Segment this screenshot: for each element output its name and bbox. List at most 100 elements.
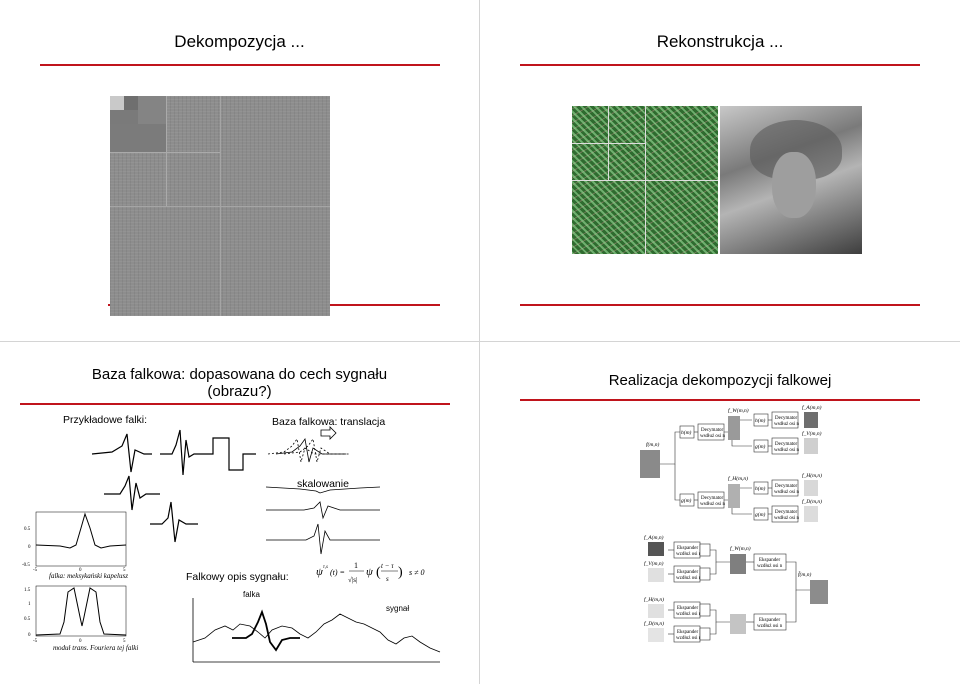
vertical-divider — [479, 0, 480, 684]
svg-text:g(m): g(m) — [755, 443, 766, 450]
svg-text:wsdłuż osi n: wsdłuż osi n — [774, 490, 800, 495]
svg-text:wzdłuż osi n: wzdłuż osi n — [676, 576, 702, 581]
svg-text:g(m): g(m) — [681, 497, 692, 504]
svg-text:s: s — [386, 575, 389, 583]
svg-text:t − τ: t − τ — [381, 562, 394, 570]
scaling-label: skalowanie — [297, 478, 349, 490]
svg-text:f_A(m,n): f_A(m,n) — [644, 534, 664, 541]
thumb-d — [804, 506, 818, 522]
decimator-5 — [771, 479, 799, 497]
svg-text:s ≠ 0: s ≠ 0 — [409, 568, 425, 577]
input-image-thumb — [640, 450, 660, 478]
fourier-ytick-2: 1 — [28, 602, 31, 607]
svg-text:Decymator: Decymator — [701, 428, 724, 433]
svg-text:Decymator: Decymator — [775, 510, 798, 515]
fourier-ytick-4: 0 — [28, 633, 31, 638]
example-wavelet-4 — [150, 501, 198, 543]
svg-text:f_V(m,n): f_V(m,n) — [644, 560, 664, 567]
title-underline — [520, 399, 920, 401]
mexican-hat-plot — [35, 511, 127, 567]
filter-g-2 — [753, 439, 769, 453]
svg-text:h(m): h(m) — [755, 417, 766, 424]
title-underline — [20, 403, 450, 405]
slide-decomposition-realization: Realizacja dekompozycji falkowej — [480, 342, 960, 684]
label-f-input: f(m,n) — [646, 441, 659, 448]
fourier-ytick-3: 0.5 — [24, 617, 31, 622]
svg-text:): ) — [398, 565, 403, 580]
example-wavelet-3 — [104, 475, 160, 511]
examples-label: Przykładowe falki: — [63, 414, 148, 426]
slide-title: Rekonstrukcja ... — [656, 32, 784, 51]
svg-text:h(m): h(m) — [755, 485, 766, 492]
syn-filter-4 — [699, 627, 711, 641]
fourier-xtick-2: 0 — [79, 639, 82, 644]
wavelet-coefficients-image — [572, 106, 718, 254]
syn-thumb-4 — [648, 628, 664, 642]
hat-xtick-2: 0 — [79, 568, 82, 573]
syn-mid-thumb-2 — [730, 614, 746, 634]
signal-description-plot — [192, 598, 441, 663]
translation-diagram — [267, 426, 350, 463]
decimator-6 — [771, 505, 799, 523]
syn-thumb-1 — [648, 542, 664, 556]
svg-text:wsdłuż osi n: wsdłuż osi n — [700, 434, 726, 439]
hat-ytick-1: 0.5 — [24, 527, 31, 532]
slide-reconstruction: Rekonstrukcja ... — [480, 0, 960, 341]
hat-ytick-2: 0 — [28, 545, 31, 550]
svg-text:wzdłuż osi n: wzdłuż osi n — [676, 612, 702, 617]
svg-text:f_H(m,n): f_H(m,n) — [644, 596, 664, 603]
svg-text:f_D(m,n): f_D(m,n) — [802, 498, 822, 505]
svg-text:f_D(m,n): f_D(m,n) — [644, 620, 664, 627]
expander-6 — [753, 613, 787, 631]
svg-text:ψ: ψ — [316, 566, 323, 578]
reconstructed-image — [720, 106, 862, 254]
scaling-diagram — [265, 486, 381, 555]
syn-filter-3 — [699, 603, 711, 617]
description-label: Falkowy opis sygnału: — [186, 571, 289, 583]
wavelet-label: falka — [243, 590, 260, 599]
thumb-v — [804, 438, 818, 454]
svg-text:Decymator: Decymator — [775, 416, 798, 421]
svg-text:τ,s: τ,s — [323, 565, 328, 570]
signal-label: sygnał — [386, 604, 410, 613]
svg-text:f_W(m,n): f_W(m,n) — [728, 407, 749, 414]
reconstructed-thumb — [810, 580, 828, 604]
slide-decomposition: Dekompozycja ... — [0, 0, 479, 341]
example-wavelet-2 — [160, 429, 200, 476]
svg-text:wzdłuż osi n: wzdłuż osi n — [757, 564, 783, 569]
syn-filter-1 — [699, 543, 711, 557]
svg-text:wzdłuż osi n: wzdłuż osi n — [757, 624, 783, 629]
hat-ytick-3: -0.5 — [22, 563, 30, 568]
filter-h-3 — [753, 481, 769, 495]
filter-h-1 — [679, 425, 695, 439]
title-underline — [520, 64, 920, 66]
svg-text:f_H(m,n): f_H(m,n) — [728, 475, 748, 482]
decimator-3 — [771, 411, 799, 429]
fourier-xtick-1: -5 — [33, 639, 38, 644]
slide-title: Dekompozycja ... — [174, 32, 305, 51]
syn-filter-2 — [699, 567, 711, 581]
example-wavelet-1 — [91, 433, 152, 473]
svg-text:Ekspander: Ekspander — [677, 570, 698, 575]
fourier-ytick-1: 1.5 — [24, 588, 31, 593]
slide-wavelet-basis: Baza falkowa: dopasowana do cech sygnału… — [0, 342, 479, 684]
filter-h-2 — [753, 413, 769, 427]
decomposition-image — [110, 96, 330, 316]
svg-text:f_H(m,n): f_H(m,n) — [802, 472, 822, 479]
filter-g-1 — [679, 493, 695, 507]
svg-text:Decymator: Decymator — [701, 496, 724, 501]
svg-text:(: ( — [376, 565, 381, 580]
slide-title-line1: Baza falkowa: dopasowana do cech sygnału — [91, 366, 388, 383]
syn-thumb-2 — [648, 568, 664, 582]
hat-caption: falka: meksykański kapelusz — [49, 572, 128, 580]
svg-text:1: 1 — [354, 561, 358, 570]
horizontal-divider — [0, 341, 960, 342]
thumb-a — [804, 412, 818, 428]
decimator-4 — [771, 437, 799, 455]
wavelet-formula: ψ τ,s (t) = 1 √|s| ψ ( t − τ s ) s ≠ 0 — [316, 561, 425, 584]
wavelet-examples-figure: 0.5 0 -0.5 -5 0 5 1.5 1 0.5 0 -5 0 5 ψ τ… — [22, 426, 441, 663]
syn-thumb-3 — [648, 604, 664, 618]
slide-title: Realizacja dekompozycji falkowej — [608, 372, 832, 389]
fourier-xtick-3: 5 — [123, 639, 126, 644]
svg-text:(t) =: (t) = — [330, 568, 345, 577]
